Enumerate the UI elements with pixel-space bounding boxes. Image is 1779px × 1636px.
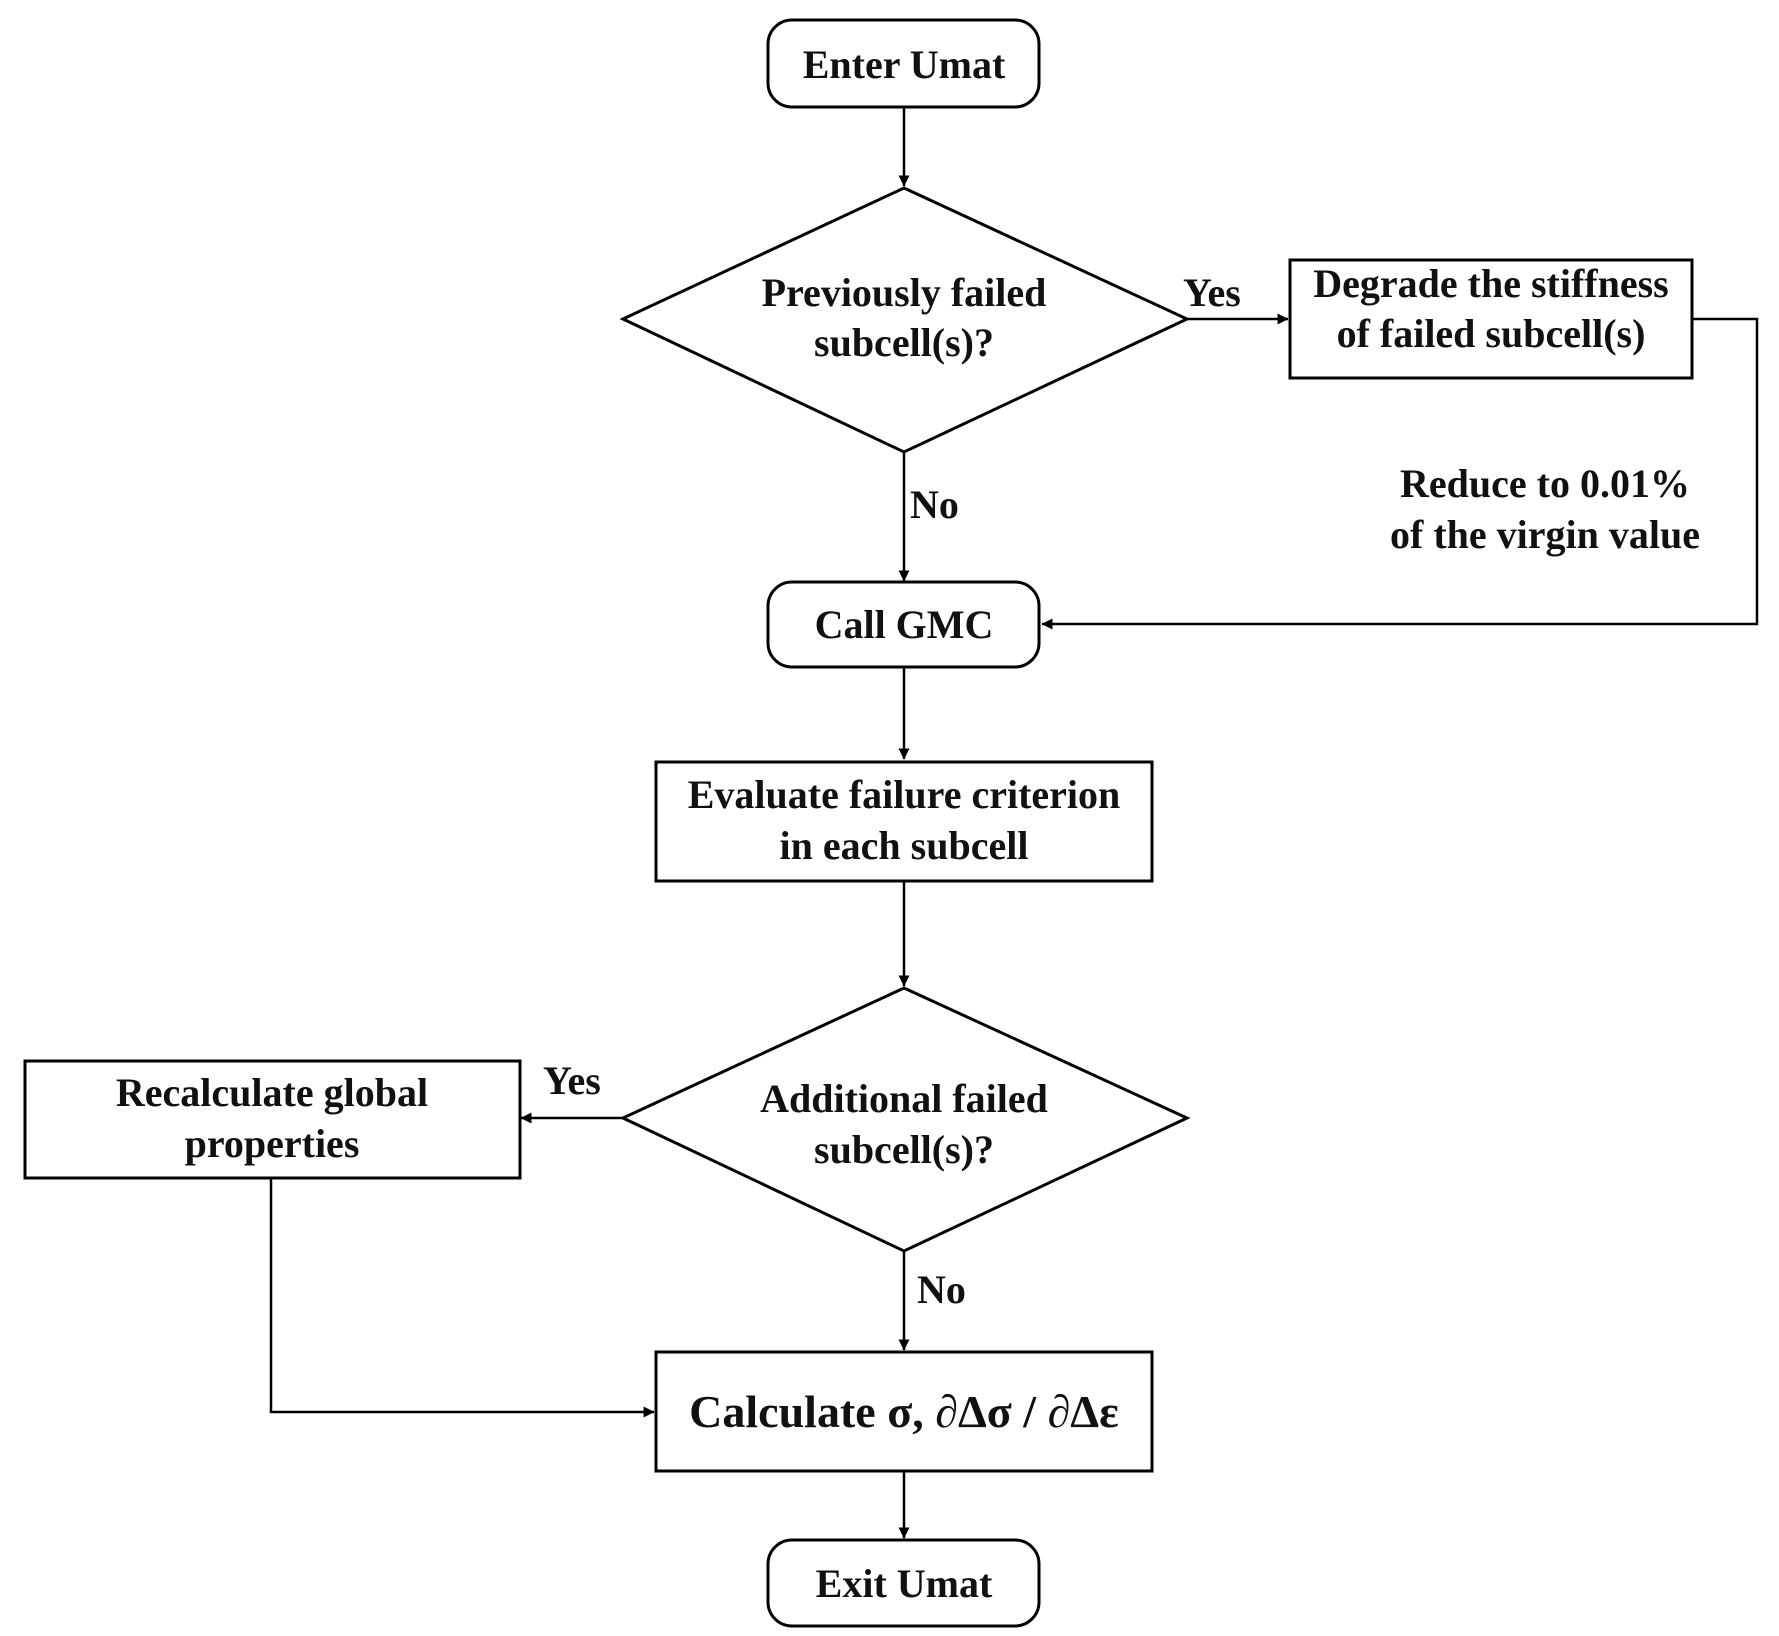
reduce-note-line2: of the virgin value [1390, 512, 1700, 557]
additional-failed-no-label: No [917, 1267, 966, 1312]
call-gmc-node: Call GMC [766, 580, 1041, 669]
exit-umat-node: Exit Umat [766, 1538, 1041, 1628]
degrade-label-line1: Degrade the stiffness [1313, 261, 1669, 306]
additional-failed-decision: Additional failed subcell(s)? [619, 986, 1191, 1253]
recalculate-node: Recalculate global properties [23, 1059, 522, 1180]
reduce-note-line1: Reduce to 0.01% [1400, 461, 1690, 506]
enter-umat-label: Enter Umat [803, 42, 1006, 87]
edge-recalculate-to-calculate [269, 1178, 655, 1418]
previously-failed-label-line1: Previously failed [762, 270, 1047, 315]
enter-umat-node: Enter Umat [766, 18, 1041, 109]
recalculate-label-line1: Recalculate global [116, 1070, 428, 1115]
previously-failed-label-line2: subcell(s)? [814, 320, 994, 365]
degrade-stiffness-node: Degrade the stiffness of failed subcell(… [1288, 258, 1694, 380]
evaluate-label-line1: Evaluate failure criterion [688, 772, 1121, 817]
recalculate-label-line2: properties [185, 1121, 360, 1166]
additional-failed-label-line1: Additional failed [760, 1076, 1048, 1121]
edge-degrade-to-call-gmc [1041, 317, 1759, 630]
degrade-label-line2: of failed subcell(s) [1337, 311, 1646, 356]
previously-failed-decision: Previously failed subcell(s)? [619, 186, 1191, 454]
previously-failed-yes-label: Yes [1183, 270, 1241, 315]
evaluate-label-line2: in each subcell [780, 823, 1029, 868]
evaluate-failure-node: Evaluate failure criterion in each subce… [654, 760, 1154, 883]
exit-umat-label: Exit Umat [816, 1561, 993, 1606]
previously-failed-no-label: No [910, 482, 959, 527]
calculate-label: Calculate σ, ∂Δσ / ∂Δε [689, 1386, 1119, 1437]
additional-failed-label-line2: subcell(s)? [814, 1127, 994, 1172]
additional-failed-yes-label: Yes [543, 1058, 601, 1103]
call-gmc-label: Call GMC [815, 602, 994, 647]
calculate-node: Calculate σ, ∂Δσ / ∂Δε [654, 1350, 1154, 1473]
